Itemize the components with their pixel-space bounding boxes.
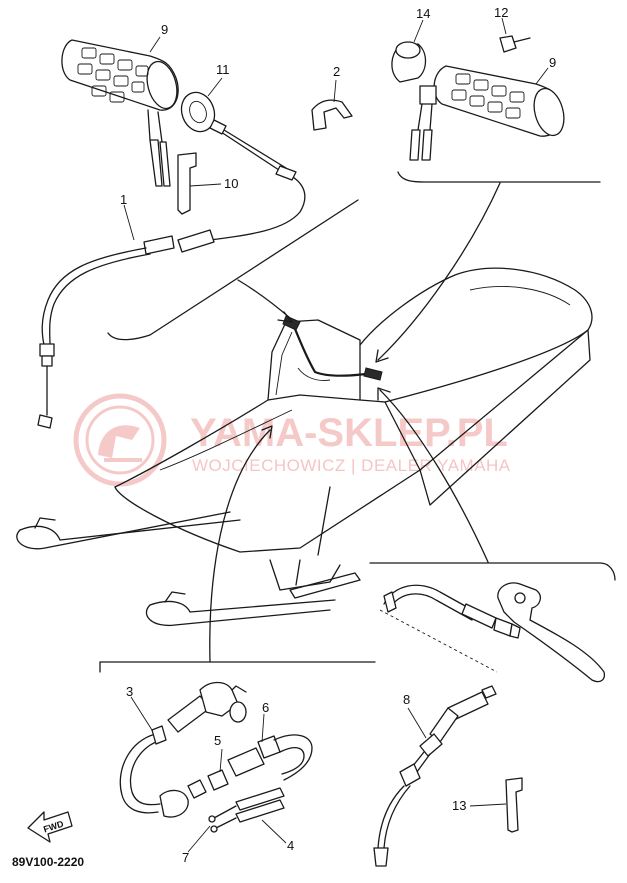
callout-1: 1 [120, 192, 127, 207]
callout-3: 3 [126, 684, 133, 699]
detail-pointers [99, 171, 616, 673]
watermark-title: YAMA-SKLEP.PL [190, 411, 508, 455]
callout-9-right: 9 [549, 55, 556, 70]
grip-left-part [61, 39, 179, 187]
hook-10-part [177, 152, 197, 215]
callouts: 9 11 2 10 1 14 12 9 3 6 5 7 4 8 13 [120, 5, 556, 865]
switch-3-part [167, 681, 247, 733]
bolt-12-part [499, 35, 531, 53]
wire-3-part [119, 725, 189, 818]
watermark: YAMA-SKLEP.PL WOJCIECHOWICZ | DEALER YAM… [73, 393, 511, 487]
lead-4-part [208, 787, 285, 833]
harness-6-part [227, 734, 313, 781]
spacer-11-part [180, 91, 216, 133]
callout-11: 11 [216, 62, 230, 77]
hook-13-part [505, 777, 523, 833]
callout-5: 5 [214, 733, 221, 748]
callout-10: 10 [224, 176, 238, 191]
throttle-cable-1-part [37, 119, 306, 429]
grip-right-part [409, 65, 565, 161]
callout-13: 13 [452, 798, 466, 813]
callout-7: 7 [182, 850, 189, 865]
callout-2: 2 [333, 64, 340, 79]
callout-8: 8 [403, 692, 410, 707]
fwd-arrow-icon: FWD [27, 811, 73, 843]
grip-end-14-part [391, 41, 427, 83]
callout-leaders [123, 17, 549, 853]
callout-9-left: 9 [161, 22, 168, 37]
callout-6: 6 [262, 700, 269, 715]
throttle-cable-8-part [373, 685, 497, 867]
connector-5-part [187, 769, 229, 799]
brake-lever-part [497, 582, 606, 683]
watermark-subtitle: WOJCIECHOWICZ | DEALER YAMAHA [192, 456, 511, 475]
callout-14: 14 [416, 6, 430, 21]
callout-12: 12 [494, 5, 508, 20]
brake-cable-upper-part [383, 584, 521, 639]
snowmobile-outline [16, 267, 593, 627]
watermark-logo-icon [73, 393, 167, 487]
part-code: 89V100-2220 [12, 855, 84, 869]
bracket-2-part [311, 99, 353, 131]
callout-4: 4 [287, 838, 294, 853]
